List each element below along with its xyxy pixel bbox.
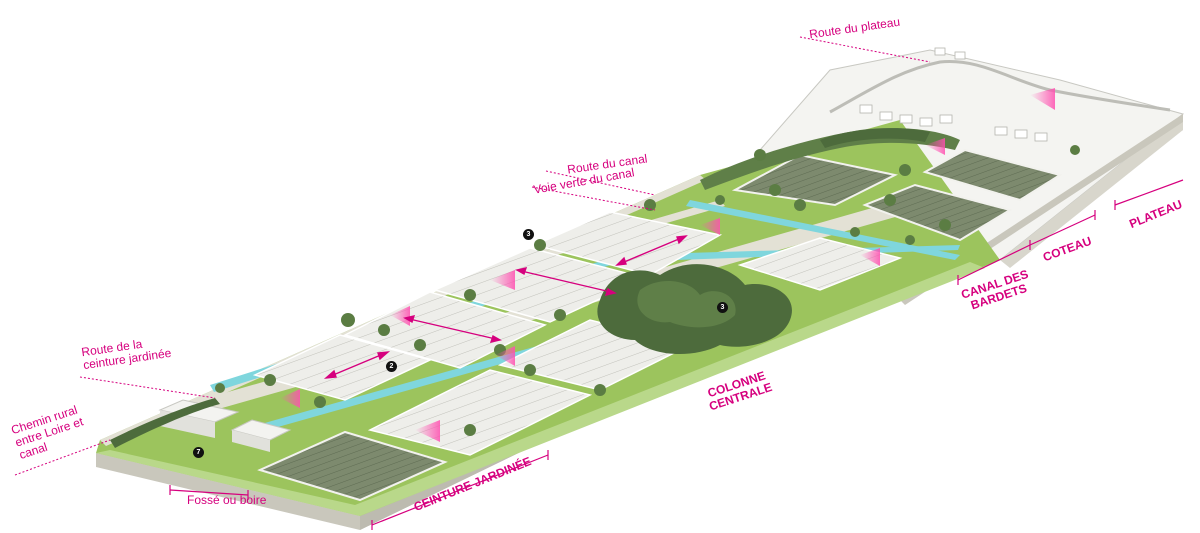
tree-masses	[110, 128, 960, 448]
label-fosse: Fossé ou boire	[187, 493, 267, 507]
trees	[215, 145, 1080, 436]
leader-lines	[14, 36, 931, 476]
marker-3-center: 3	[717, 302, 728, 313]
view-cones	[280, 88, 1055, 442]
distance-arrows	[323, 235, 688, 379]
marker-2: 2	[386, 361, 397, 372]
greenhouse-parcels	[252, 211, 903, 456]
plateau-houses	[859, 47, 1048, 142]
marker-3-top: 3	[523, 229, 534, 240]
marker-7: 7	[193, 447, 204, 458]
buildings	[158, 399, 292, 452]
section-brackets	[169, 179, 1184, 530]
